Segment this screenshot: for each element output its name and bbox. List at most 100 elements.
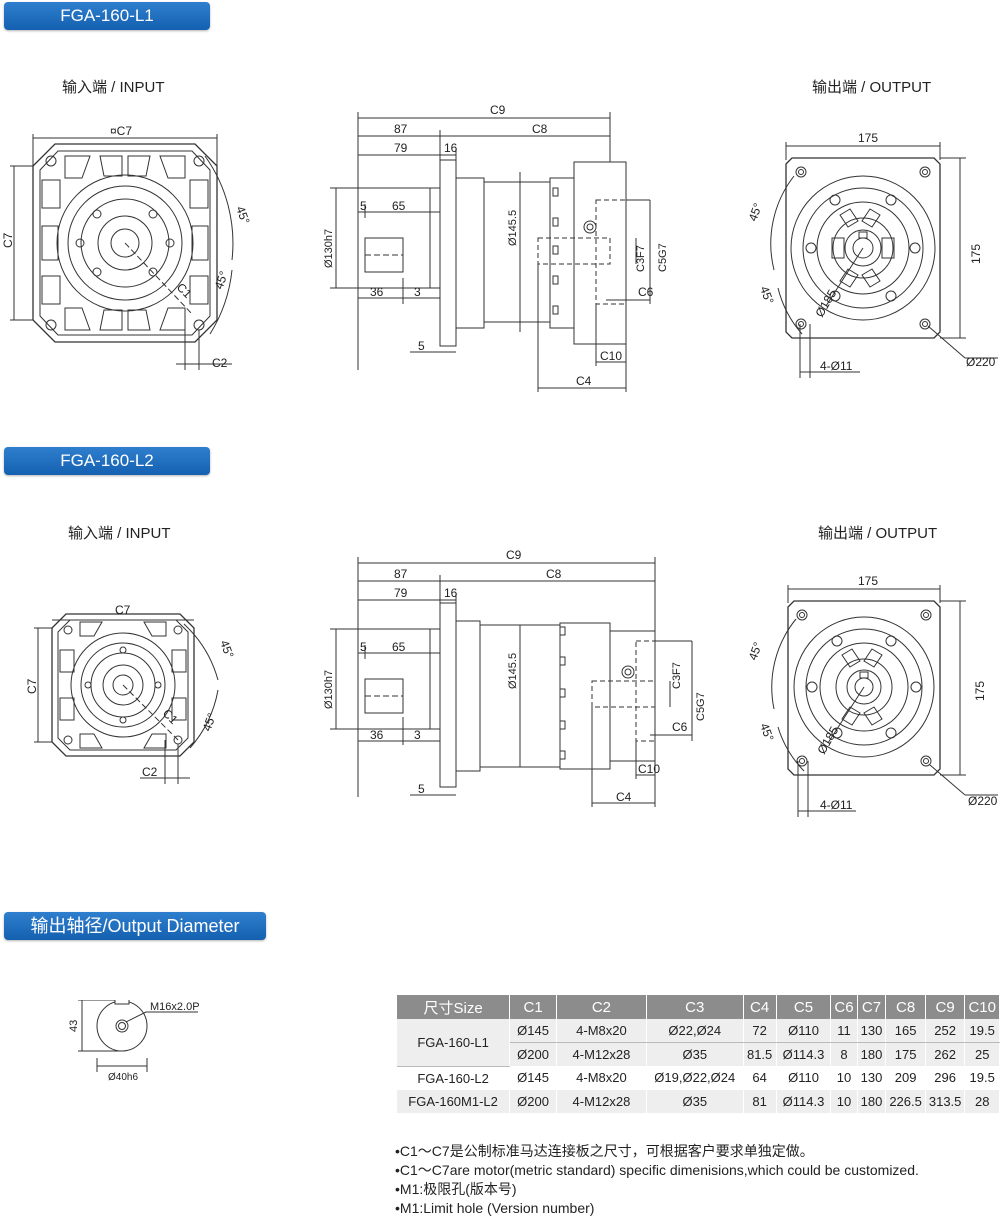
section-tag-l1: FGA-160-L1 bbox=[4, 2, 210, 30]
cell-c2: 4-M12x28 bbox=[556, 1089, 647, 1113]
shaft-detail: 12h9 M16x2.0P 43 Ø40h6 bbox=[68, 1000, 200, 1083]
header-c10: C10 bbox=[964, 995, 1000, 1019]
dim-key-width: 12h9 bbox=[86, 1000, 106, 1001]
dim-79: 79 bbox=[394, 141, 408, 155]
cell-c9: 252 bbox=[925, 1019, 966, 1043]
dim-3: 3 bbox=[414, 285, 421, 299]
cell-c10: 28 bbox=[964, 1089, 1000, 1113]
dim-45-upper: 45° bbox=[746, 201, 765, 223]
dim-175-side: 175 bbox=[973, 681, 987, 701]
input-label-l2: 输入端 / INPUT bbox=[68, 525, 171, 542]
dim-c7-top: ¤C7 bbox=[110, 124, 132, 138]
cell-c2: 4-M8x20 bbox=[556, 1066, 647, 1090]
dim-79: 79 bbox=[394, 586, 408, 600]
dim-5-bottom: 5 bbox=[418, 782, 425, 796]
dim-45-lower: 45° bbox=[757, 721, 776, 743]
dim-c3: C3F7 bbox=[635, 245, 647, 272]
cell-c9: 262 bbox=[925, 1042, 966, 1066]
dim-16: 16 bbox=[444, 141, 458, 155]
header-c2: C2 bbox=[556, 995, 647, 1019]
note-line: •M1:Limit hole (Version number) bbox=[395, 1200, 595, 1216]
dim-c9: C9 bbox=[490, 103, 506, 117]
dim-d130: Ø130h7 bbox=[323, 229, 335, 268]
table-header-row: 尺寸Size C1 C2 C3 C4 C5 C6 C7 C8 C9 C10 bbox=[397, 995, 1000, 1019]
input-view-l2: C7 C7 45° 45° C1 C2 bbox=[25, 603, 237, 784]
dim-65: 65 bbox=[392, 640, 406, 654]
dim-c4: C4 bbox=[576, 374, 592, 388]
output-view-l1: 175 175 45° 45° Ø185 Ø220 4-Ø11 bbox=[746, 131, 998, 378]
cell-c1: Ø200 bbox=[509, 1042, 557, 1066]
cell-c5: Ø114.3 bbox=[776, 1089, 832, 1113]
note-line: •M1:极限孔(版本号) bbox=[395, 1181, 517, 1197]
dim-d130: Ø130h7 bbox=[323, 670, 335, 709]
dim-3: 3 bbox=[414, 728, 421, 742]
input-label-l1: 输入端 / INPUT bbox=[62, 79, 165, 96]
dim-d220: Ø220 bbox=[966, 355, 996, 369]
cell-c9: 313.5 bbox=[925, 1089, 966, 1113]
dim-c5: C5G7 bbox=[657, 243, 669, 272]
side-view-l1: C9 87 C8 79 16 5 65 Ø130h7 Ø145.5 C3F7 C… bbox=[323, 103, 669, 392]
cell-c2: 4-M8x20 bbox=[556, 1019, 647, 1043]
notes: •C1～C7是公制标准马达连接板之尺寸，可根据客户要求单独定做。 •C1～C7a… bbox=[395, 1142, 919, 1218]
dim-c10: C10 bbox=[600, 349, 622, 363]
header-c7: C7 bbox=[857, 995, 887, 1019]
dim-36: 36 bbox=[370, 285, 384, 299]
dim-c8: C8 bbox=[532, 122, 548, 136]
dim-36: 36 bbox=[370, 728, 384, 742]
cell-c4: 64 bbox=[743, 1066, 777, 1090]
dim-thread: M16x2.0P bbox=[150, 1001, 200, 1013]
table-row: FGA-160-L1 Ø145 4-M8x20 Ø22,Ø24 72 Ø110 … bbox=[397, 1019, 1000, 1067]
header-c3: C3 bbox=[646, 995, 744, 1019]
dim-5-top: 5 bbox=[360, 199, 367, 213]
cell-c6: 10 bbox=[830, 1066, 858, 1090]
spec-table: 尺寸Size C1 C2 C3 C4 C5 C6 C7 C8 C9 C10 FG… bbox=[397, 995, 1000, 1113]
dim-c2: C2 bbox=[142, 765, 158, 779]
dim-c6: C6 bbox=[672, 720, 688, 734]
cell-size: FGA-160M1-L2 bbox=[397, 1089, 511, 1113]
dim-175-top: 175 bbox=[858, 131, 878, 145]
dim-c1: C1 bbox=[160, 706, 181, 727]
cell-c7: 130 bbox=[857, 1019, 887, 1043]
note-line: •C1～C7are motor(metric standard) specifi… bbox=[395, 1162, 919, 1178]
header-c8: C8 bbox=[885, 995, 926, 1019]
dim-d220: Ø220 bbox=[968, 794, 998, 808]
header-size: 尺寸Size bbox=[397, 995, 511, 1019]
header-c6: C6 bbox=[830, 995, 858, 1019]
cell-c6: 10 bbox=[830, 1089, 858, 1113]
cell-c8: 165 bbox=[885, 1019, 926, 1043]
cell-c6: 8 bbox=[830, 1042, 858, 1066]
header-c9: C9 bbox=[925, 995, 966, 1019]
cell-c10: 25 bbox=[964, 1042, 1000, 1066]
cell-c5: Ø110 bbox=[776, 1066, 832, 1090]
header-c5: C5 bbox=[776, 995, 832, 1019]
cell-c9: 296 bbox=[925, 1066, 966, 1090]
note-line: •C1～C7是公制标准马达连接板之尺寸，可根据客户要求单独定做。 bbox=[395, 1143, 814, 1159]
cell-c4: 81.5 bbox=[743, 1042, 777, 1066]
dim-45-lower: 45° bbox=[757, 284, 776, 306]
cell-c4: 72 bbox=[743, 1019, 777, 1043]
header-c1: C1 bbox=[509, 995, 557, 1019]
dim-holes: 4-Ø11 bbox=[820, 359, 853, 373]
dim-87: 87 bbox=[394, 122, 408, 136]
cell-c4: 81 bbox=[743, 1089, 777, 1113]
cell-c3: Ø35 bbox=[646, 1089, 744, 1113]
side-view-l2: C9 87 C8 79 16 5 65 Ø130h7 Ø145.5 C3F7 C… bbox=[323, 548, 707, 807]
input-view-l1: ¤C7 C7 45° 45° C1 C2 bbox=[1, 124, 253, 370]
cell-c10: 19.5 bbox=[964, 1019, 1000, 1043]
output-label-l2: 输出端 / OUTPUT bbox=[818, 525, 938, 542]
dim-5-top: 5 bbox=[360, 640, 367, 654]
dim-c9: C9 bbox=[506, 548, 522, 562]
dim-175-side: 175 bbox=[969, 244, 983, 264]
cell-c3: Ø19,Ø22,Ø24 bbox=[646, 1066, 744, 1090]
dim-c8: C8 bbox=[546, 567, 562, 581]
cell-size: FGA-160-L1 bbox=[397, 1019, 511, 1067]
cell-c8: 209 bbox=[885, 1066, 926, 1090]
dim-c7-side: C7 bbox=[1, 232, 15, 248]
table-row: FGA-160-L2 Ø145 4-M8x20 Ø19,Ø22,Ø24 64 Ø… bbox=[397, 1066, 1000, 1090]
cell-c1: Ø145 bbox=[509, 1066, 557, 1090]
dim-45-upper: 45° bbox=[217, 638, 236, 660]
cell-c1: Ø145 bbox=[509, 1019, 557, 1043]
section-tag-output-diameter: 输出轴径/Output Diameter bbox=[4, 912, 266, 940]
dim-45-lower: 45° bbox=[200, 711, 219, 733]
table-row: Ø200 4-M12x28 Ø35 81.5 Ø114.3 8 180 175 … bbox=[397, 1042, 1000, 1066]
